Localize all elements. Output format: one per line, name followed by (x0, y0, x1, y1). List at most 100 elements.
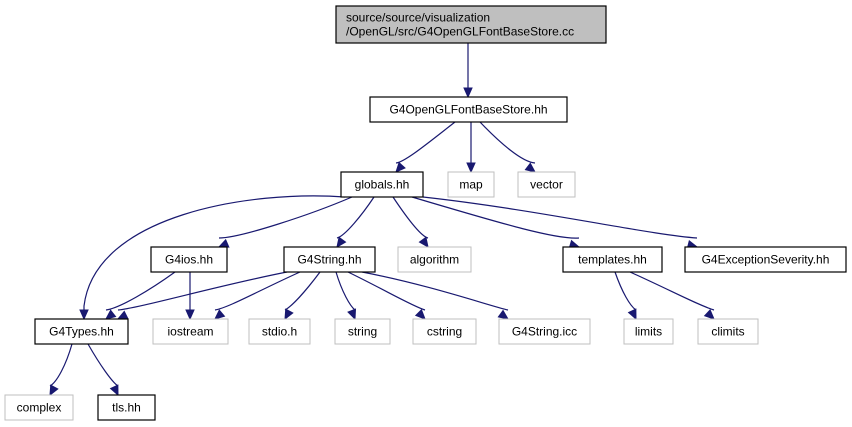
edge-arrowhead (395, 161, 406, 173)
node-label: globals.hh (355, 178, 410, 192)
node-box (4, 394, 74, 421)
node-label: iostream (167, 325, 213, 339)
node-g4exception[interactable]: G4ExceptionSeverity.hh (684, 246, 847, 273)
node-algorithm: algorithm (397, 246, 472, 273)
node-fontstore[interactable]: G4OpenGLFontBaseStore.hh (369, 96, 568, 123)
node-box (498, 318, 591, 345)
node-box (447, 171, 495, 198)
node-g4ios[interactable]: G4ios.hh (150, 246, 228, 273)
node-limits: limits (623, 318, 674, 345)
edge-g4string-to-stdio (284, 271, 321, 321)
node-box (697, 318, 759, 345)
edge-arrowhead (463, 87, 473, 99)
edge-g4types-to-complex (49, 343, 73, 397)
node-box (397, 246, 472, 273)
node-label: vector (530, 178, 563, 192)
edge-arrowhead (524, 162, 536, 173)
node-box (369, 96, 568, 123)
edge-line (422, 196, 698, 239)
edge-globals-to-templates (411, 196, 581, 249)
nodes-layer: source/source/visualization/OpenGL/src/G… (4, 5, 847, 421)
edge-line (479, 121, 536, 164)
node-vector: vector (517, 171, 576, 198)
edge-arrowhead (217, 238, 230, 248)
node-label: complex (17, 401, 62, 415)
node-box (34, 318, 129, 345)
edge-line (336, 196, 375, 239)
edge-line (87, 343, 119, 387)
node-iostream: iostream (152, 318, 229, 345)
node-complex: complex (4, 394, 74, 421)
node-templates[interactable]: templates.hh (562, 246, 663, 273)
edge-g4string-to-g4types (116, 271, 288, 320)
node-label: climits (711, 325, 744, 339)
edge-g4types-to-tls (87, 343, 119, 397)
node-g4types[interactable]: G4Types.hh (34, 318, 129, 345)
node-box (335, 5, 607, 44)
edge-line (335, 271, 356, 311)
node-box (623, 318, 674, 345)
edge-arrowhead (418, 236, 429, 248)
edge-line (117, 271, 288, 311)
node-label: G4OpenGLFontBaseStore.hh (389, 103, 547, 117)
node-label: map (459, 178, 483, 192)
node-label: algorithm (410, 253, 459, 267)
edge-g4string-to-g4stringicc (361, 271, 509, 320)
edge-arrowhead (336, 236, 347, 248)
edge-line (395, 121, 456, 164)
edge-line (614, 271, 637, 311)
node-cstring: cstring (412, 318, 477, 345)
node-label: G4Types.hh (49, 325, 114, 339)
node-box (248, 318, 311, 345)
node-box (562, 246, 663, 273)
edge-line (105, 271, 176, 311)
node-box (334, 318, 391, 345)
node-string: string (334, 318, 391, 345)
node-root[interactable]: source/source/visualization/OpenGL/src/G… (335, 5, 607, 44)
edge-arrowhead (414, 308, 426, 320)
edge-arrowhead (49, 384, 59, 397)
edge-g4ios-to-iostream (185, 272, 195, 321)
edge-line (83, 195, 346, 310)
edge-templates-to-climits (629, 271, 715, 320)
edge-arrowhead (703, 309, 715, 320)
edge-arrowhead (497, 309, 509, 320)
edge-arrowhead (105, 309, 117, 320)
edge-globals-to-algorithm (392, 196, 429, 248)
node-label: tls.hh (112, 401, 141, 415)
edge-globals-to-g4ios (217, 196, 353, 248)
node-label: limits (635, 325, 662, 339)
node-g4stringicc: G4String.icc (498, 318, 591, 345)
edge-g4string-to-cstring (347, 271, 426, 320)
edge-line (361, 271, 509, 311)
edge-g4string-to-string (335, 271, 357, 321)
edge-g4string-to-iostream (214, 271, 301, 320)
node-box (517, 171, 576, 198)
edges-layer (49, 43, 715, 397)
edge-line (629, 271, 715, 311)
node-label: G4String.icc (512, 325, 577, 339)
edge-templates-to-limits (614, 271, 637, 321)
edge-line (284, 271, 321, 311)
edge-line (411, 196, 580, 239)
edge-line (347, 271, 426, 311)
node-stdio: stdio.h (248, 318, 311, 345)
node-tls[interactable]: tls.hh (97, 394, 156, 421)
node-box (97, 394, 156, 421)
node-label: G4ExceptionSeverity.hh (702, 253, 830, 267)
edge-line (218, 196, 353, 239)
node-label: string (348, 325, 377, 339)
edge-arrowhead (214, 309, 226, 320)
node-label: G4ios.hh (165, 253, 213, 267)
edge-g4ios-to-g4types (105, 271, 176, 320)
edge-fontstore-to-globals (395, 121, 456, 173)
edge-globals-to-g4exception (422, 196, 699, 250)
node-box (412, 318, 477, 345)
edge-fontstore-to-vector (479, 121, 536, 173)
node-label: G4String.hh (297, 253, 361, 267)
edge-line (49, 343, 73, 387)
node-g4string[interactable]: G4String.hh (283, 246, 376, 273)
node-box (283, 246, 376, 273)
node-globals[interactable]: globals.hh (340, 171, 424, 198)
